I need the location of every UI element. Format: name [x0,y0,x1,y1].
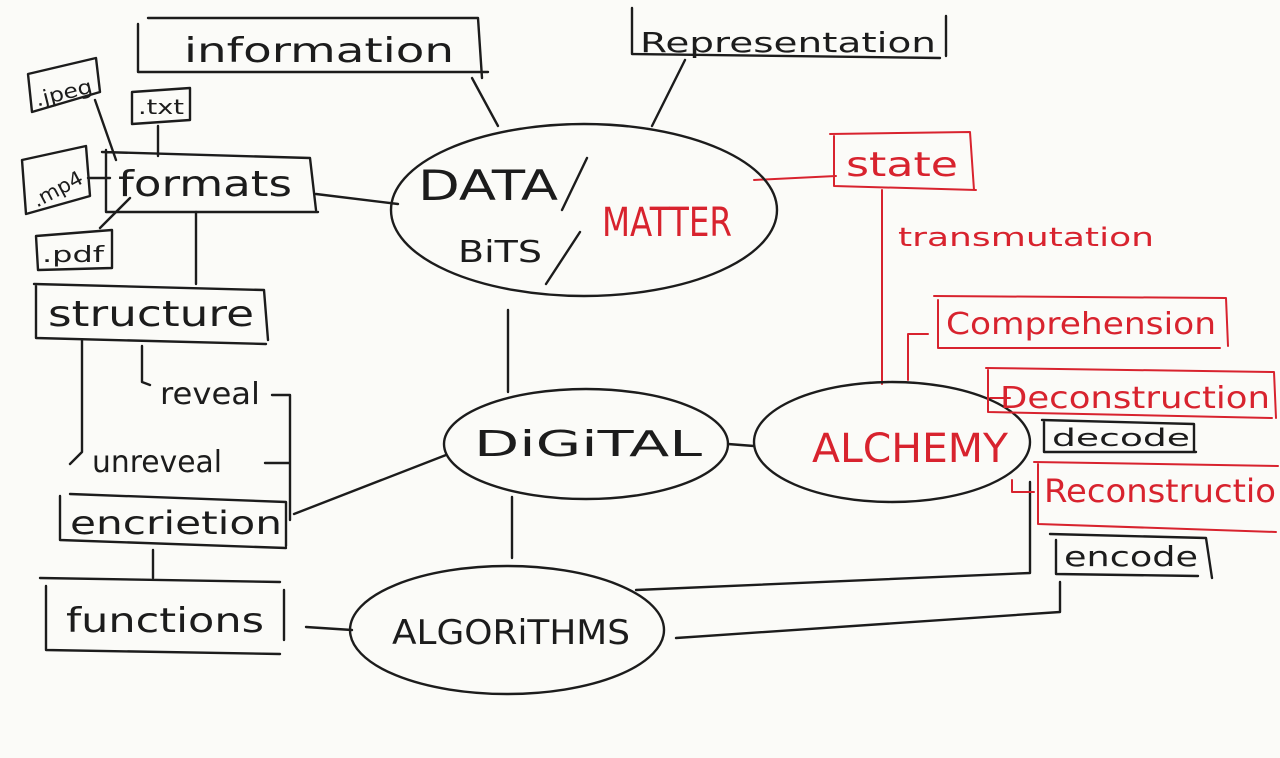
functions-box-outline [38,576,286,656]
line-structure-unreveal [68,338,84,466]
node-data-matter[interactable]: DATA BiTS MATTER [389,122,779,298]
bracket-reveal-unreveal [263,393,292,522]
line-formats-data [314,192,400,206]
box-comprehension[interactable]: Comprehension [933,295,1229,349]
txt-label: .txt [138,95,184,119]
node-algorithms[interactable]: ALGORiTHMS [348,564,666,696]
txt-tag-outline [130,86,192,126]
line-algorithms-alchemy [634,480,1032,592]
digital-ellipse [442,387,730,501]
encode-box-outline [1048,532,1214,580]
line-digital-alchemy [726,442,756,448]
matter-label: MATTER [602,200,732,246]
box-decode[interactable]: decode [1040,418,1198,454]
algorithms-ellipse [348,564,666,696]
tag-jpeg[interactable]: .jpeg [26,56,102,114]
representation-box-outline [630,6,948,60]
alchemy-label: ALCHEMY [812,426,1009,472]
tag-pdf[interactable]: .pdf [34,228,114,272]
node-digital[interactable]: DiGiTAL [442,387,730,501]
representation-label: Representation [640,26,936,59]
reveal-label: reveal [160,377,260,412]
digital-label: DiGiTAL [474,424,702,465]
slash-divider-top [560,156,589,212]
information-box-outline [136,16,490,80]
decode-box-outline [1040,418,1198,454]
line-algorithms-encode [674,580,1062,640]
structure-label: structure [48,294,254,335]
node-alchemy[interactable]: ALCHEMY [752,380,1032,504]
information-label: information [184,31,454,71]
box-state[interactable]: state [829,131,977,191]
box-information[interactable]: information [136,16,490,80]
line-alchemy-reconstruction [1011,479,1035,493]
slash-divider-bottom [544,230,582,286]
formats-box-outline [100,148,320,214]
box-structure[interactable]: structure [32,282,270,346]
red-connectors [753,175,1035,493]
comprehension-label: Comprehension [946,307,1216,342]
pdf-label: .pdf [42,243,106,268]
deconstruction-label: Deconstruction [1000,381,1270,416]
bits-label: BiTS [458,235,542,270]
encription-box-outline [58,492,288,550]
pdf-tag-outline [34,228,114,272]
structure-box-outline [32,282,270,346]
box-reconstruction[interactable]: Reconstructio [1033,461,1279,533]
line-representation-data [650,58,687,128]
data-ellipse [389,122,779,298]
jpeg-tag-outline [26,56,102,114]
unreveal-label: unreveal [92,445,222,480]
arrow-formats-jpeg [93,98,118,162]
alchemy-ellipse [752,380,1032,504]
line-functions-algorithms [304,625,354,632]
line-matter-state [753,175,837,181]
comprehension-box-outline [933,295,1229,349]
box-encode[interactable]: encode [1048,532,1214,580]
ink-connectors [68,58,1062,640]
algorithms-label: ALGORiTHMS [392,613,630,653]
box-deconstruction[interactable]: Deconstruction [985,367,1277,419]
line-alchemy-comprehension [907,333,929,381]
tag-txt[interactable]: .txt [130,86,192,126]
box-encription[interactable]: encrietion [58,492,288,550]
jpeg-label: .jpeg [33,74,95,111]
box-functions[interactable]: functions [38,576,286,656]
state-box-outline [829,131,977,191]
transmutation-label: transmutation [898,223,1154,253]
reconstruction-box-outline [1033,461,1279,533]
encription-label: encrietion [70,504,282,542]
state-label: state [846,145,958,185]
tag-mp4[interactable]: .mp4 [20,144,92,216]
decode-label: decode [1052,424,1190,452]
mp4-tag-outline [20,144,92,216]
box-formats[interactable]: formats [100,148,320,214]
formats-label: formats [118,164,292,205]
line-digital-encription [292,453,448,516]
encode-label: encode [1064,540,1198,573]
data-label: DATA [418,161,558,210]
functions-label: functions [66,601,264,641]
reconstruction-label: Reconstructio [1044,472,1276,510]
deconstruction-box-outline [985,367,1277,419]
line-structure-reveal [140,344,152,387]
line-information-data [470,76,500,128]
box-representation[interactable]: Representation [630,6,948,60]
